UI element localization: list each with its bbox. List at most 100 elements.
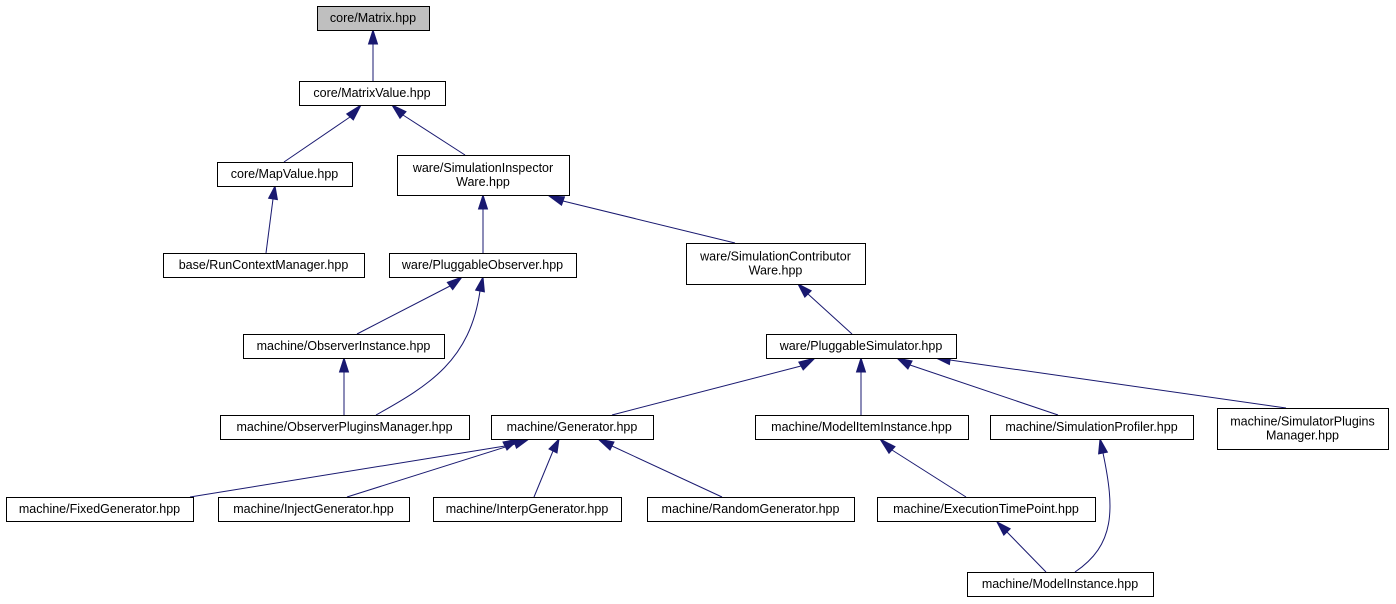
edge-arrowhead: [1098, 437, 1109, 455]
edge-randomgen-to-generator: [596, 438, 723, 498]
edge-fixedgen-to-generator: [189, 438, 521, 498]
edge-arrowhead: [474, 275, 485, 293]
node-injectgen[interactable]: machine/InjectGenerator.hpp: [218, 497, 410, 522]
node-label: core/MapValue.hpp: [231, 167, 339, 181]
edge-matrixvalue-to-matrix: [367, 28, 379, 81]
edge-line: [611, 365, 802, 416]
node-modeliteminstance[interactable]: machine/ModelItemInstance.hpp: [755, 415, 969, 440]
edge-line: [265, 198, 274, 254]
edge-exectimepoint-to-modeliteminstance: [878, 437, 967, 498]
edge-runcontext-to-mapvalue: [265, 184, 279, 254]
node-label: machine/ModelItemInstance.hpp: [771, 420, 952, 434]
edges-layer: [189, 28, 1287, 573]
node-box: [217, 162, 353, 187]
edge-arrowhead: [338, 356, 350, 373]
edge-modelinstance-to-exectimepoint: [995, 520, 1047, 573]
node-fixedgen[interactable]: machine/FixedGenerator.hpp: [6, 497, 194, 522]
node-box: [433, 497, 622, 522]
node-matrixvalue[interactable]: core/MatrixValue.hpp: [299, 81, 446, 106]
node-label: machine/ObserverPluginsManager.hpp: [236, 420, 452, 434]
edge-arrowhead: [367, 28, 379, 45]
edge-mapvalue-to-matrixvalue: [283, 103, 363, 163]
edge-line: [356, 285, 451, 335]
edge-arrowhead: [796, 282, 813, 299]
node-box: [397, 155, 570, 196]
edge-line: [891, 449, 967, 498]
node-label: ware/SimulationContributor: [699, 250, 851, 264]
edge-simcontributor-to-siminspector: [547, 195, 736, 244]
edge-line: [283, 116, 351, 163]
edge-line: [949, 359, 1287, 409]
node-label: ware/PluggableObserver.hpp: [401, 258, 563, 272]
node-label: core/MatrixValue.hpp: [313, 86, 430, 100]
edge-line: [562, 200, 736, 244]
node-box: [990, 415, 1194, 440]
edge-line: [1074, 452, 1111, 573]
node-label: machine/SimulatorPlugins: [1230, 415, 1375, 429]
node-randomgen[interactable]: machine/RandomGenerator.hpp: [647, 497, 855, 522]
node-observerplugins[interactable]: machine/ObserverPluginsManager.hpp: [220, 415, 470, 440]
edge-arrowhead: [477, 193, 489, 210]
edge-pluggablesimulator-to-simcontributor: [796, 282, 853, 335]
node-box: [755, 415, 969, 440]
node-pluggablesimulator[interactable]: ware/PluggableSimulator.hpp: [766, 334, 957, 359]
node-box: [967, 572, 1154, 597]
node-box: [6, 497, 194, 522]
edge-observerplugins-to-pluggableobserver: [375, 275, 485, 416]
node-label: machine/InjectGenerator.hpp: [233, 502, 394, 516]
edge-arrowhead: [878, 437, 896, 455]
edge-observerplugins-to-observerinstance: [338, 356, 350, 415]
node-interpgen[interactable]: machine/InterpGenerator.hpp: [433, 497, 622, 522]
node-observerinstance[interactable]: machine/ObserverInstance.hpp: [243, 334, 445, 359]
edge-pluggableobserver-to-siminspector: [477, 193, 489, 253]
node-pluggableobserver[interactable]: ware/PluggableObserver.hpp: [389, 253, 577, 278]
node-box: [1217, 408, 1389, 450]
node-matrix: core/Matrix.hpp: [317, 6, 430, 31]
edge-arrowhead: [512, 438, 531, 450]
node-label: machine/Generator.hpp: [507, 420, 638, 434]
node-modelinstance[interactable]: machine/ModelInstance.hpp: [967, 572, 1154, 597]
node-label: Ware.hpp: [456, 175, 510, 189]
edge-simulatorplugins-to-pluggablesimulator: [934, 354, 1287, 409]
node-box: [220, 415, 470, 440]
node-box: [218, 497, 410, 522]
nodes-layer: core/Matrix.hpp core/MatrixValue.hpp core/…: [6, 6, 1389, 597]
node-box: [766, 334, 957, 359]
edge-line: [909, 364, 1059, 416]
node-label: machine/ModelInstance.hpp: [982, 577, 1138, 591]
node-exectimepoint[interactable]: machine/ExecutionTimePoint.hpp: [877, 497, 1096, 522]
edge-arrowhead: [855, 356, 867, 373]
node-label: base/RunContextManager.hpp: [179, 258, 349, 272]
edge-simprofiler-to-pluggablesimulator: [895, 357, 1059, 416]
edge-line: [346, 443, 516, 498]
edge-arrowhead: [995, 520, 1012, 537]
edge-siminspector-to-matrixvalue: [390, 103, 466, 156]
node-box: [243, 334, 445, 359]
node-box: [389, 253, 577, 278]
edge-line: [189, 445, 506, 498]
edge-observerinstance-to-pluggableobserver: [356, 275, 464, 335]
edge-arrowhead: [596, 438, 615, 451]
edge-arrowhead: [798, 357, 817, 371]
node-label: machine/ObserverInstance.hpp: [257, 339, 431, 353]
edge-arrowhead: [267, 184, 279, 201]
node-label: machine/RandomGenerator.hpp: [662, 502, 840, 516]
node-generator[interactable]: machine/Generator.hpp: [491, 415, 654, 440]
node-label: ware/SimulationInspector: [412, 161, 553, 175]
node-box: [491, 415, 654, 440]
node-label: core/Matrix.hpp: [330, 11, 416, 25]
node-box: [317, 6, 430, 31]
edge-line: [807, 293, 853, 335]
edge-line: [533, 450, 554, 498]
node-box: [686, 243, 866, 285]
node-mapvalue[interactable]: core/MapValue.hpp: [217, 162, 353, 187]
node-runcontext[interactable]: base/RunContextManager.hpp: [163, 253, 365, 278]
edge-arrowhead: [547, 195, 566, 207]
node-simprofiler[interactable]: machine/SimulationProfiler.hpp: [990, 415, 1194, 440]
node-label: Manager.hpp: [1266, 429, 1339, 443]
node-box: [647, 497, 855, 522]
